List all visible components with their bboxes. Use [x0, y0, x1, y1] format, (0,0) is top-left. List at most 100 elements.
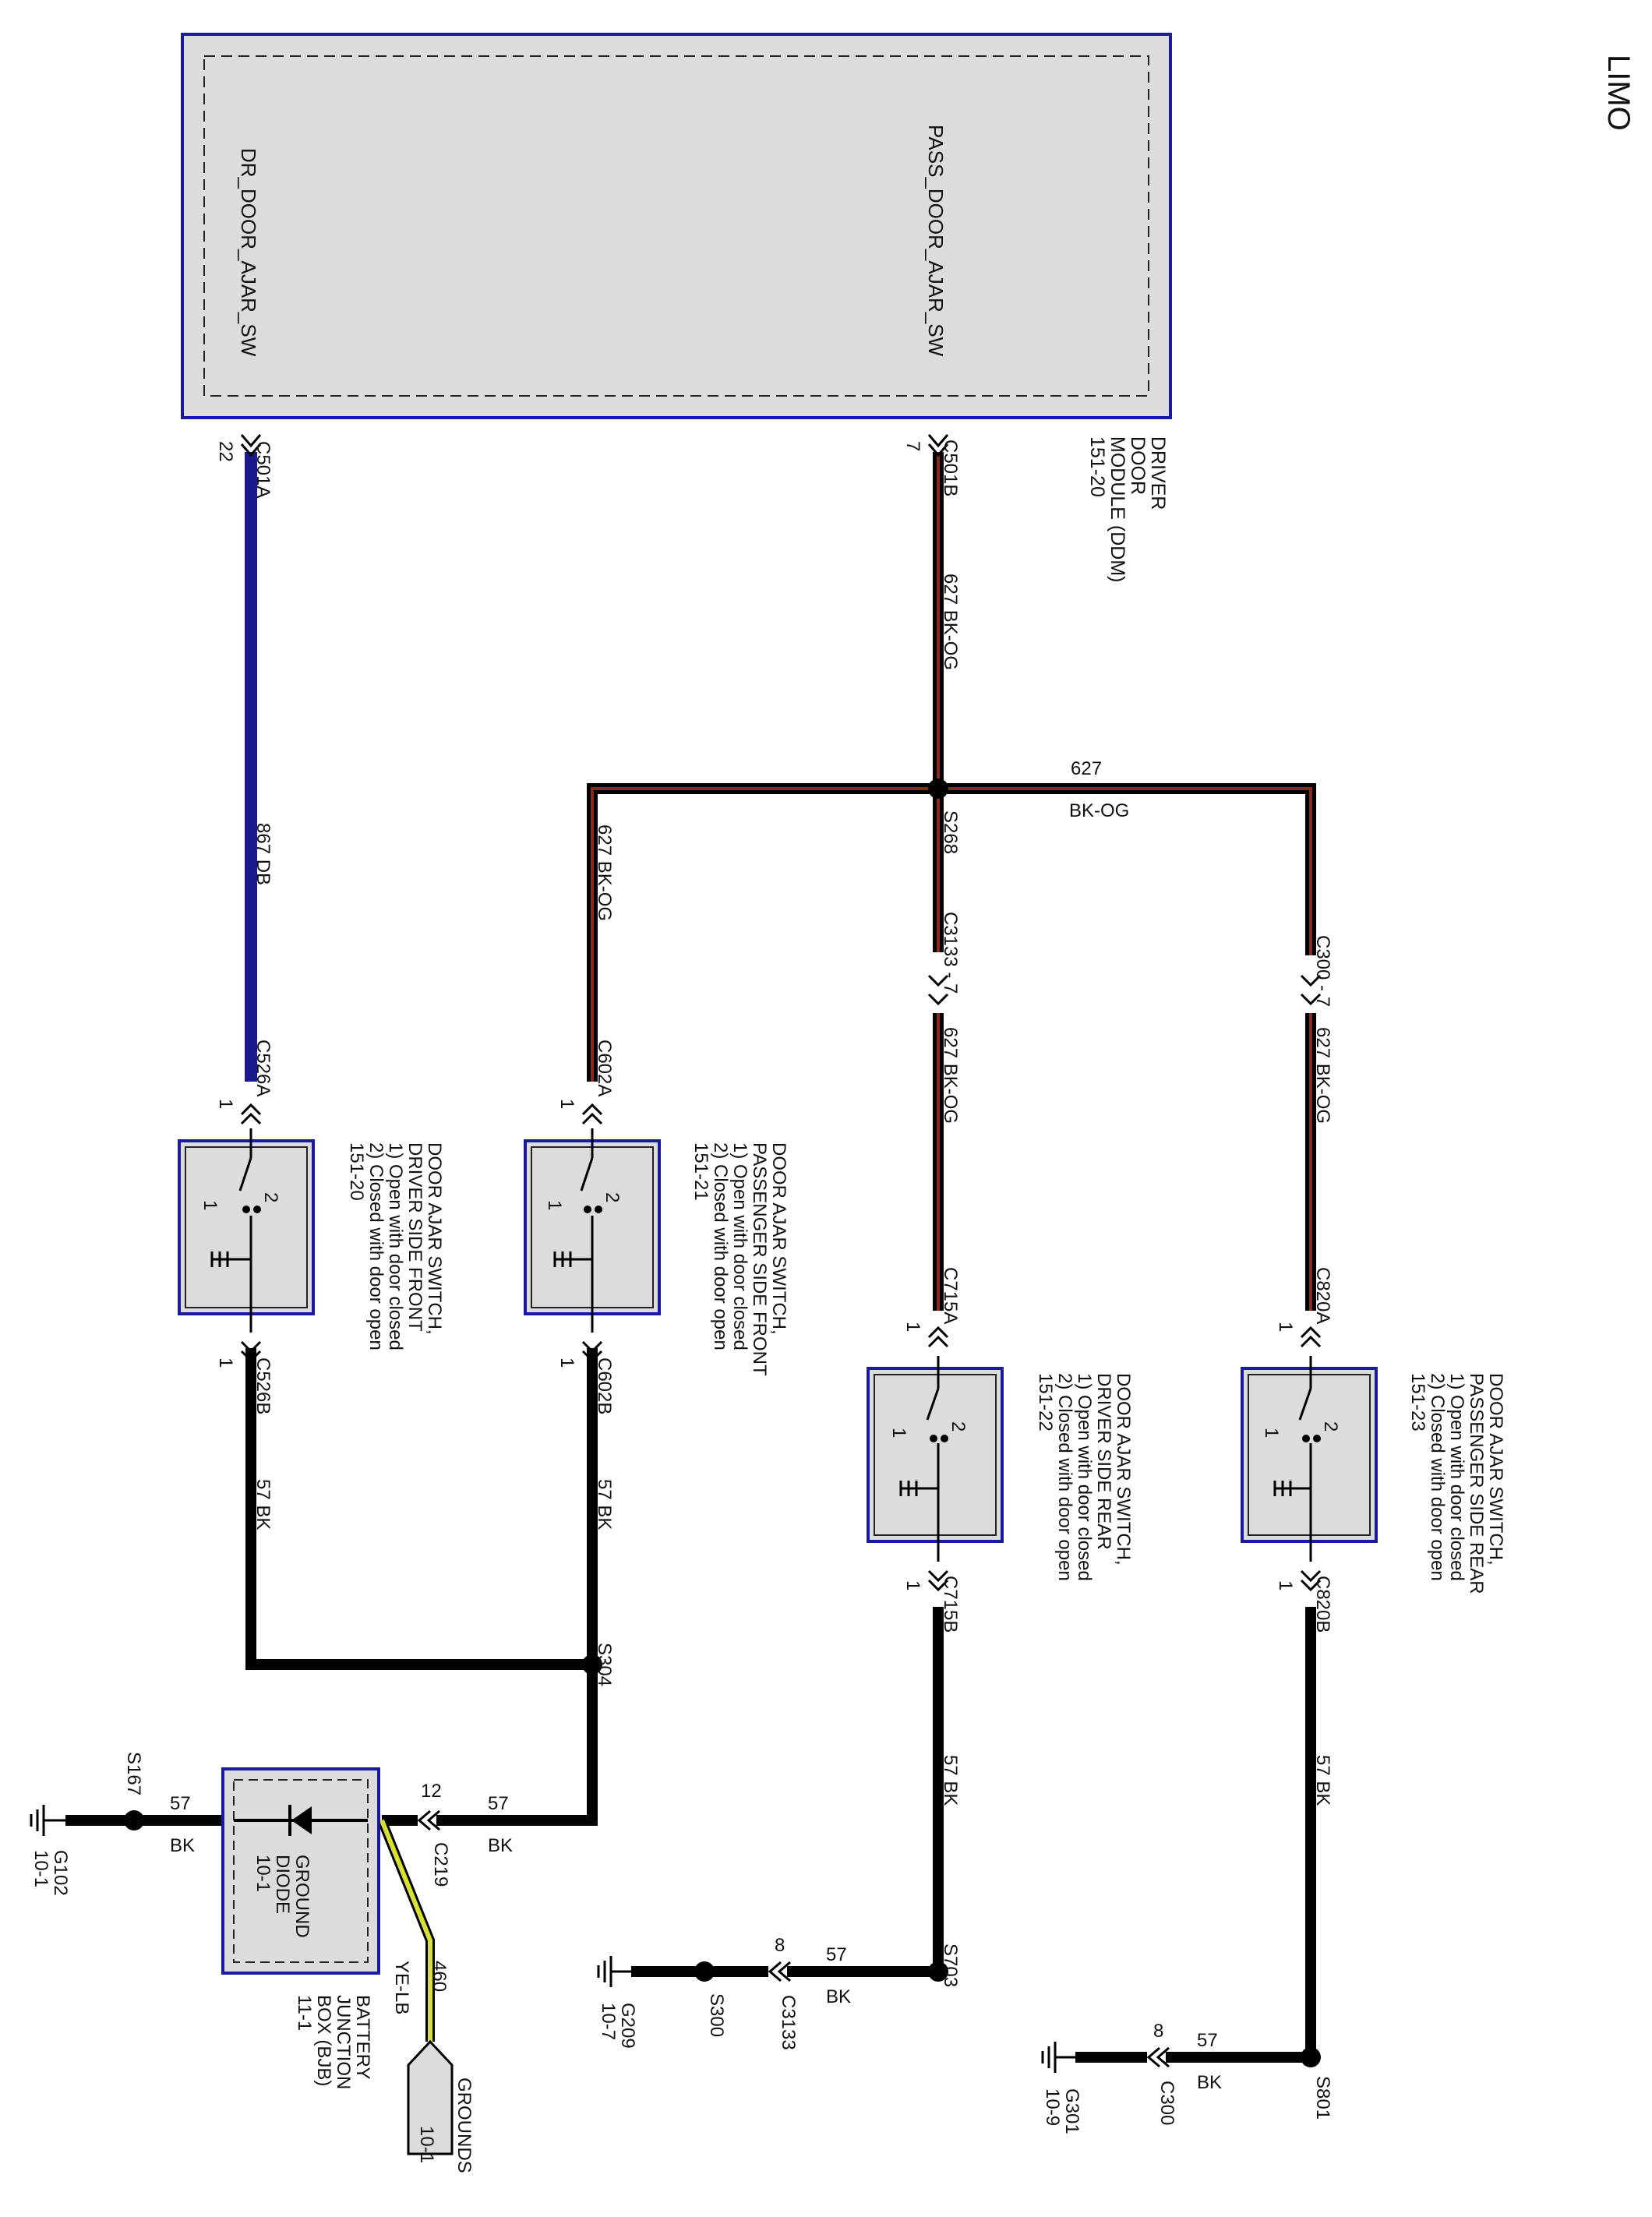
svg-text:2) Closed with door open: 2) Closed with door open — [365, 1142, 387, 1350]
grounds-ref: 10-1 — [416, 2126, 437, 2163]
label-c602b-pin: 1 — [556, 1357, 577, 1368]
splice-s703-dot — [928, 1961, 948, 1982]
label-c3133-pin: 8 — [775, 1935, 785, 1956]
label-c3133-7: C3133 - 7 — [940, 912, 961, 994]
label-c526b: C526B — [252, 1357, 274, 1414]
svg-text:1) Open with door closed: 1) Open with door closed — [385, 1142, 406, 1350]
svg-text:10-9: 10-9 — [1042, 2088, 1063, 2126]
svg-text:DRIVER SIDE REAR: DRIVER SIDE REAR — [1093, 1373, 1114, 1550]
bjb-inner — [233, 1779, 369, 1963]
label-627-horizontal: 627 — [1071, 758, 1102, 779]
label-627-front: 627 BK-OG — [594, 824, 615, 921]
svg-text:1) Open with door closed: 1) Open with door closed — [729, 1142, 750, 1350]
wire-460-yelb — [377, 1818, 435, 2042]
svg-text:1) Open with door closed: 1) Open with door closed — [1446, 1373, 1467, 1581]
wire-57-dsr — [787, 1607, 944, 1977]
svg-text:151-22: 151-22 — [1035, 1373, 1056, 1432]
label-c300-7: C300 - 7 — [1312, 935, 1333, 1007]
svg-text:2) Closed with door open: 2) Closed with door open — [1427, 1373, 1448, 1581]
svg-text:151-20: 151-20 — [346, 1142, 367, 1201]
svg-text:PASSENGER SIDE REAR: PASSENGER SIDE REAR — [1466, 1373, 1487, 1594]
wire-57-psr — [1166, 1607, 1316, 2063]
switch-driver-front-label: DOOR AJAR SWITCH, DRIVER SIDE FRONT 1) O… — [346, 1142, 445, 1350]
svg-text:G209: G209 — [617, 2003, 638, 2049]
label-627-pass-rear: 627 BK-OG — [1312, 1027, 1333, 1124]
svg-text:DRIVER SIDE FRONT: DRIVER SIDE FRONT — [404, 1142, 425, 1332]
label-bkog-horizontal: BK-OG — [1069, 800, 1129, 821]
label-c820b-pin: 1 — [1275, 1580, 1296, 1590]
svg-text:BOX (BJB): BOX (BJB) — [313, 1995, 334, 2086]
label-s300: S300 — [706, 1993, 727, 2037]
ground-g102-icon — [30, 1805, 65, 1836]
svg-text:11-1: 11-1 — [294, 1995, 315, 2031]
c300-chevron — [1146, 2046, 1170, 2068]
ddm-title: DRIVER DOOR MODULE (DDM) 151-20 — [1086, 436, 1169, 583]
label-c501a: C501A — [252, 441, 274, 498]
svg-text:2: 2 — [260, 1192, 281, 1202]
switch-driver-rear: 1 2 — [867, 1356, 1004, 1562]
page-label: LIMO — [1601, 55, 1636, 131]
label-bk-s167: BK — [170, 1835, 195, 1856]
switch-driver-rear-label: DOOR AJAR SWITCH, DRIVER SIDE REAR 1) Op… — [1035, 1373, 1134, 1581]
svg-text:1: 1 — [199, 1200, 221, 1210]
label-bk-c3133: BK — [826, 1986, 851, 2007]
svg-text:1: 1 — [1261, 1428, 1282, 1438]
label-57-c300: 57 — [1197, 2030, 1218, 2051]
switch-passenger-rear-label: DOOR AJAR SWITCH, PASSENGER SIDE REAR 1)… — [1407, 1373, 1506, 1594]
svg-text:G301: G301 — [1061, 2088, 1082, 2134]
label-s304: S304 — [594, 1643, 615, 1686]
svg-text:MODULE (DDM): MODULE (DDM) — [1107, 436, 1128, 583]
svg-text:DOOR AJAR SWITCH,: DOOR AJAR SWITCH, — [768, 1142, 789, 1335]
c501b-chevron — [927, 434, 949, 457]
label-c300: C300 — [1156, 2081, 1177, 2125]
label-c501b-pin: 7 — [902, 441, 923, 451]
c219-chevron — [417, 1809, 440, 1831]
svg-text:1: 1 — [544, 1200, 565, 1210]
label-yelb: YE-LB — [391, 1961, 412, 2014]
ground-g209-icon — [597, 1956, 631, 1987]
svg-text:10-1: 10-1 — [252, 1855, 274, 1892]
label-c3133: C3133 — [778, 1995, 799, 2050]
c3133-chevron — [768, 1961, 791, 1982]
svg-text:2: 2 — [948, 1421, 969, 1432]
label-c219-pin: 12 — [421, 1781, 442, 1802]
svg-text:DRIVER: DRIVER — [1147, 436, 1169, 510]
splice-s304-dot — [582, 1654, 602, 1675]
label-c501b: C501B — [940, 440, 961, 496]
label-c715b: C715B — [940, 1576, 961, 1633]
svg-text:2: 2 — [602, 1192, 623, 1202]
label-bk-c300: BK — [1197, 2072, 1222, 2093]
svg-text:1) Open with door closed: 1) Open with door closed — [1074, 1373, 1095, 1581]
switch-passenger-rear: 1 2 — [1241, 1356, 1378, 1562]
svg-text:DOOR AJAR SWITCH,: DOOR AJAR SWITCH, — [424, 1142, 445, 1335]
svg-text:1: 1 — [888, 1428, 909, 1438]
splice-s801-dot — [1301, 2047, 1321, 2067]
label-c715b-pin: 1 — [902, 1580, 923, 1590]
c715b-chevron — [927, 1569, 949, 1592]
wire-57-front-switches — [245, 1348, 598, 1670]
label-c820a: C820A — [1312, 1267, 1333, 1324]
svg-text:10-7: 10-7 — [598, 2003, 619, 2040]
switch-passenger-front: 1 2 — [524, 1128, 661, 1333]
label-c820a-pin: 1 — [1275, 1322, 1296, 1332]
switch-driver-front: 1 2 — [178, 1128, 315, 1333]
label-s167: S167 — [123, 1752, 144, 1795]
label-g102: G102 10-1 — [30, 1850, 71, 1896]
label-c526a-pin: 1 — [215, 1099, 236, 1109]
bjb-label: BATTERY JUNCTION BOX (BJB) 11-1 — [294, 1995, 373, 2089]
ddm-module-inner — [203, 55, 1149, 397]
grounds-label: GROUNDS — [454, 2078, 475, 2173]
label-c715a-pin: 1 — [902, 1322, 923, 1332]
svg-text:DOOR AJAR SWITCH,: DOOR AJAR SWITCH, — [1485, 1373, 1506, 1566]
label-g209: G209 10-7 — [598, 2003, 638, 2049]
c602b-chevron — [581, 1340, 603, 1363]
label-627-upper: 627 BK-OG — [940, 574, 961, 670]
label-c219: C219 — [430, 1842, 451, 1887]
label-c602b: C602B — [594, 1357, 615, 1414]
ground-g301-icon — [1041, 2042, 1075, 2073]
label-627-driver-rear: 627 BK-OG — [940, 1027, 961, 1124]
wire-627-branch — [587, 783, 1316, 1311]
label-c602a-pin: 1 — [556, 1099, 577, 1109]
